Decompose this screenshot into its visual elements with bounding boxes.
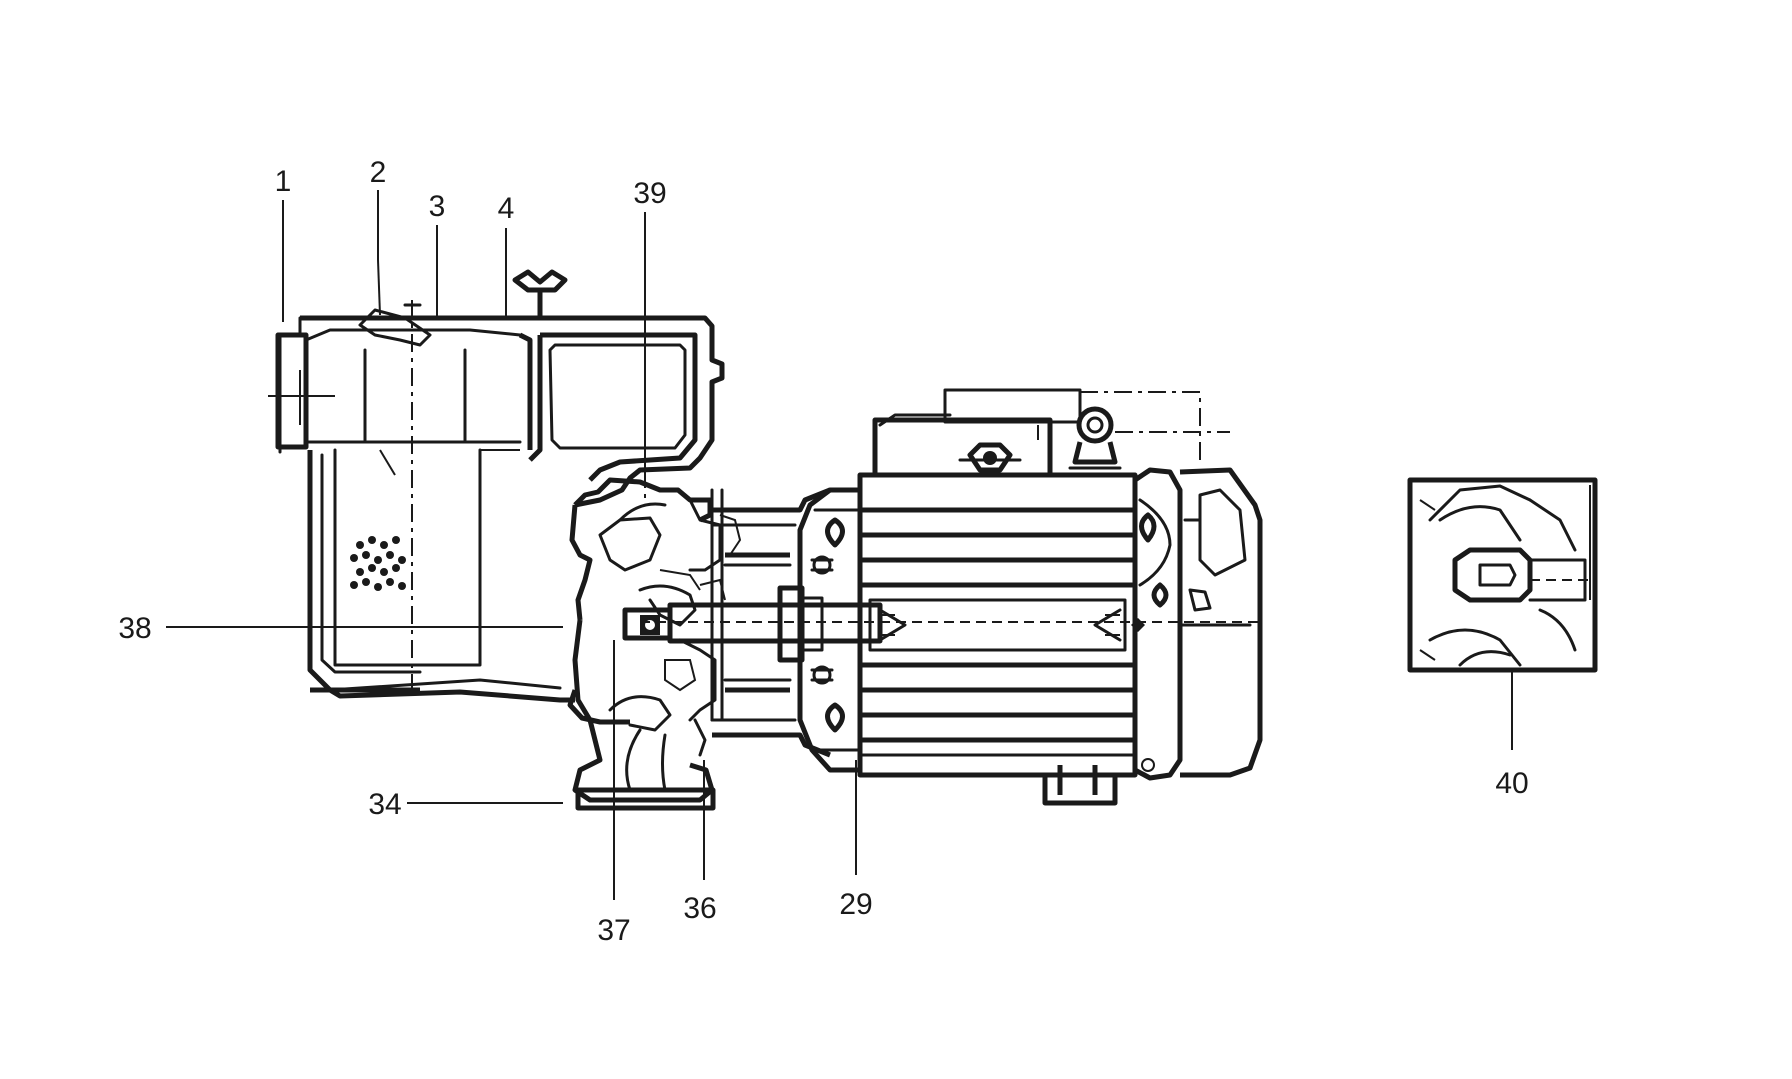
- callout-leaders: [166, 190, 1513, 900]
- callout-37: 37: [597, 914, 630, 947]
- wing-nut: [512, 269, 568, 318]
- callout-4: 4: [498, 192, 515, 225]
- callout-3: 3: [429, 190, 446, 223]
- basket-perforations: [350, 536, 406, 591]
- callout-36: 36: [683, 892, 716, 925]
- detail-view-box: [1407, 477, 1598, 673]
- callout-40: 40: [1495, 767, 1528, 800]
- callout-29: 29: [839, 888, 872, 921]
- callout-34: 34: [368, 788, 401, 821]
- callout-labels: 1 2 3 4 39 38 34 37 36 29 40: [118, 156, 1528, 947]
- electric-motor: [640, 388, 1263, 806]
- callout-39: 39: [633, 177, 666, 210]
- callout-38: 38: [118, 612, 151, 645]
- strainer-housing: [268, 300, 725, 703]
- callout-1: 1: [275, 165, 292, 198]
- motor-adapter: [667, 487, 883, 758]
- callout-2: 2: [370, 156, 387, 189]
